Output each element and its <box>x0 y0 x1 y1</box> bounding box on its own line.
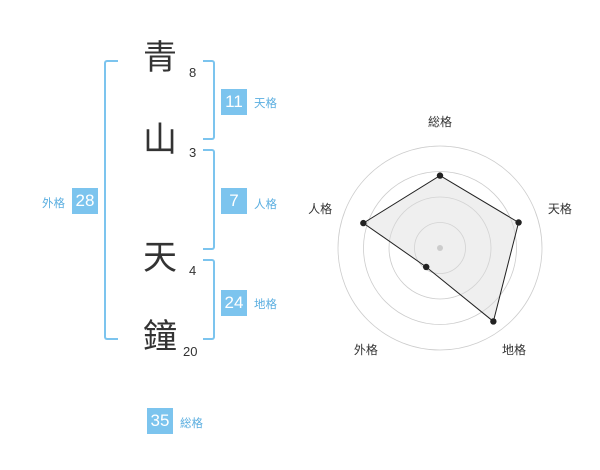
gaikaku-badge: 28 <box>72 188 98 214</box>
radar-axis-label-3: 外格 <box>354 342 378 357</box>
jinkaku-bracket <box>203 149 215 250</box>
tenkaku-bracket <box>203 60 215 140</box>
gaikaku-bracket <box>104 60 118 340</box>
soukaku-label: 総格 <box>180 416 203 430</box>
radar-point-0 <box>436 172 444 179</box>
radar-point-1 <box>515 219 522 226</box>
radar-ring <box>388 196 492 300</box>
gaikaku-label: 外格 <box>42 196 65 210</box>
stroke-count-2: 3 <box>189 145 197 160</box>
radar-ring <box>414 222 466 274</box>
soukaku-badge: 35 <box>147 408 173 434</box>
radar-ring <box>337 145 543 351</box>
radar-axis-label-1: 天格 <box>548 201 572 216</box>
name-char-3: 天 <box>143 238 177 278</box>
radar-center <box>437 245 443 251</box>
stroke-count-1: 8 <box>189 65 197 80</box>
name-char-1: 青 <box>143 38 177 78</box>
radar-axis-label-2: 地格 <box>502 342 526 357</box>
tenkaku-badge: 11 <box>221 89 247 115</box>
name-char-2: 山 <box>143 120 177 160</box>
name-char-4: 鐘 <box>143 317 177 357</box>
jinkaku-label: 人格 <box>254 197 277 211</box>
chikaku-bracket <box>203 259 215 340</box>
radar-point-2 <box>490 318 497 325</box>
tenkaku-label: 天格 <box>254 96 277 110</box>
radar-axis-label-4: 人格 <box>308 201 332 216</box>
radar-ring <box>363 171 517 325</box>
stroke-count-4: 20 <box>183 344 198 359</box>
chikaku-label: 地格 <box>254 297 277 311</box>
radar-axis-label-0: 総格 <box>428 114 452 129</box>
stroke-count-3: 4 <box>189 263 197 278</box>
chikaku-badge: 24 <box>221 290 247 316</box>
radar-point-4 <box>360 219 367 227</box>
radar-point-3 <box>423 263 430 271</box>
jinkaku-badge: 7 <box>221 188 247 214</box>
